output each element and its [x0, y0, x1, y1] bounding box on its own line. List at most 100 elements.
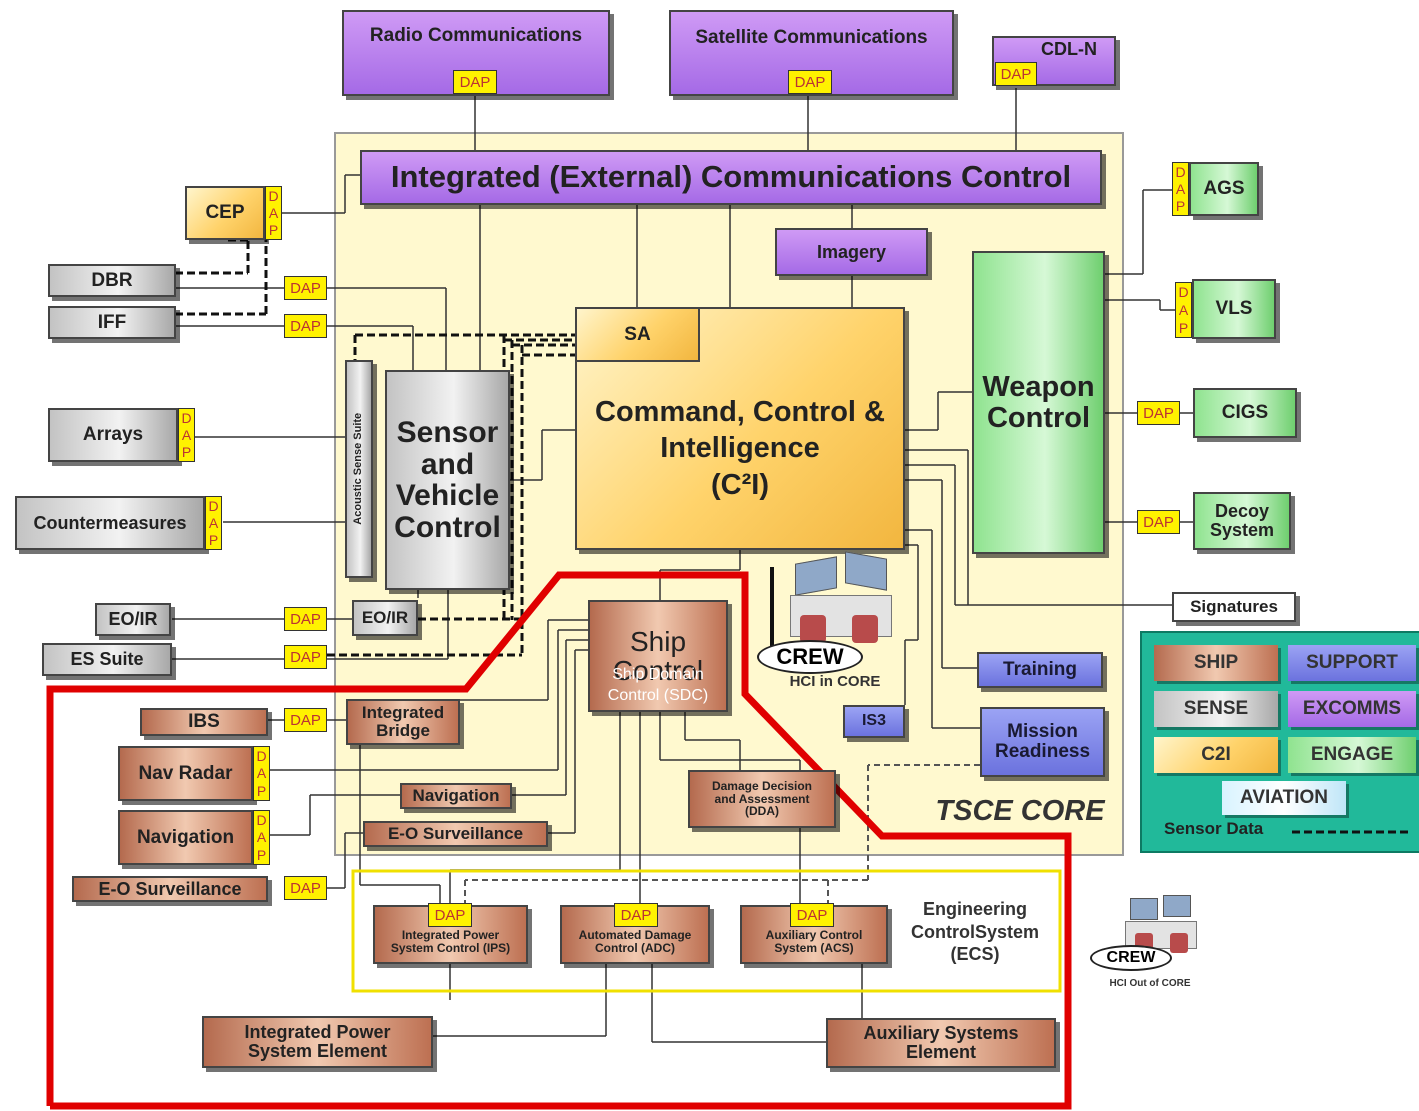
- ship-control-box: Ship Control: [588, 600, 728, 712]
- dap-tag: DAP: [995, 62, 1037, 86]
- legend-ship: SHIP: [1154, 645, 1278, 681]
- acoustic-sense-suite-label: Acoustic Sense Suite: [352, 413, 365, 525]
- ecs-title: Engineering ControlSystem (ECS): [910, 899, 1040, 964]
- eo-surveillance-external-box: E-O Surveillance: [72, 876, 268, 902]
- integrated-communications-control: Integrated (External) Communications Con…: [360, 150, 1102, 205]
- arrays-box: Arrays: [48, 408, 178, 462]
- vls-box: VLS: [1192, 279, 1276, 339]
- is3-box: IS3: [843, 705, 905, 738]
- integrated-bridge-box: Integrated Bridge: [346, 699, 460, 745]
- auxiliary-systems-element: Auxiliary Systems Element: [826, 1018, 1056, 1068]
- ags-label: AGS: [1203, 178, 1245, 200]
- es-suite-label: ES Suite: [70, 649, 144, 670]
- iecc-label: Integrated (External) Communications Con…: [390, 159, 1072, 195]
- cep-label: CEP: [205, 202, 245, 224]
- iff-box: IFF: [48, 306, 176, 339]
- damage-decision-box: Damage Decision and Assessment (DDA): [688, 770, 836, 828]
- dbr-box: DBR: [48, 264, 176, 297]
- ibs-box: IBS: [140, 708, 268, 736]
- legend-aviation: AVIATION: [1222, 781, 1346, 815]
- navigation-core-label: Navigation: [412, 786, 500, 806]
- dap-tag: DAP: [284, 876, 327, 900]
- dap-tag: DAP: [790, 903, 834, 927]
- legend-c2i: C2I: [1154, 737, 1278, 773]
- cdl-n-label: CDL-N: [1041, 39, 1097, 59]
- nav-radar-label: Nav Radar: [138, 762, 233, 784]
- legend-sense: SENSE: [1154, 691, 1278, 727]
- signatures-label: Signatures: [1190, 597, 1278, 617]
- eoir-core-label: EO/IR: [361, 608, 409, 628]
- dap-tag: DAP: [453, 70, 497, 94]
- weapon-control: Weapon Control: [972, 251, 1105, 554]
- legend-excomms: EXCOMMS: [1288, 691, 1416, 727]
- dap-tag: DAP: [1137, 510, 1180, 534]
- dap-tag: DAP: [284, 607, 327, 631]
- is3-label: IS3: [861, 712, 886, 730]
- iff-label: IFF: [97, 311, 127, 333]
- dap-tag: DAP: [428, 903, 472, 927]
- eoir-external-label: EO/IR: [108, 609, 158, 630]
- signatures-box: Signatures: [1172, 592, 1296, 622]
- ags-box: AGS: [1189, 162, 1259, 216]
- eoir-external-box: EO/IR: [95, 603, 171, 636]
- cigs-label: CIGS: [1221, 402, 1269, 424]
- satellite-communications-label: Satellite Communications: [695, 27, 928, 48]
- eo-surveillance-core-label: E-O Surveillance: [387, 824, 524, 844]
- ship-control-boundary: [46, 571, 1072, 1110]
- arrays-label: Arrays: [82, 424, 144, 446]
- acoustic-sense-suite: Acoustic Sense Suite: [345, 360, 373, 578]
- cigs-box: CIGS: [1193, 388, 1297, 438]
- es-suite-box: ES Suite: [42, 643, 172, 676]
- sa-box: SA: [575, 307, 700, 362]
- dbr-label: DBR: [91, 269, 133, 291]
- navigation-external-box: Navigation: [118, 810, 253, 865]
- radio-communications-box: Radio Communications: [342, 10, 610, 96]
- navigation-core-box: Navigation: [400, 783, 512, 809]
- eoir-core-box: EO/IR: [352, 600, 418, 636]
- navigation-external-label: Navigation: [136, 826, 235, 848]
- ship-domain-control-label: Ship Domain Control (SDC): [607, 666, 709, 704]
- dap-tag: DAP: [284, 645, 327, 669]
- countermeasures-box: Countermeasures: [15, 496, 205, 550]
- decoy-system-box: Decoy System: [1193, 492, 1291, 550]
- sa-label: SA: [624, 323, 651, 345]
- legend-sensor-data: Sensor Data: [1164, 819, 1264, 838]
- legend-engage: ENGAGE: [1288, 737, 1416, 773]
- hci-in-core-label: HCI in CORE: [789, 673, 881, 690]
- ecs-region: [351, 869, 1062, 993]
- sensor-vehicle-control: Sensor and Vehicle Control: [385, 370, 510, 590]
- nav-radar-box: Nav Radar: [118, 746, 253, 801]
- eo-surveillance-external-label: E-O Surveillance: [98, 878, 242, 899]
- command-control-intelligence: Command, Control & Intelligence (C²I): [575, 307, 905, 550]
- ibs-label: IBS: [188, 711, 220, 733]
- sensor-data-dash-sample: [1292, 830, 1412, 834]
- legend-support: SUPPORT: [1288, 645, 1416, 681]
- crew-in-core-label: CREW: [757, 640, 863, 674]
- dap-tag: DAP: [788, 70, 832, 94]
- vls-label: VLS: [1215, 298, 1253, 320]
- dap-tag: DAP: [614, 903, 658, 927]
- training-label: Training: [1003, 659, 1077, 681]
- dap-tag: DAP: [1137, 401, 1180, 425]
- dap-tag: DAP: [284, 708, 327, 732]
- dap-tag: DAP: [284, 276, 327, 300]
- radio-communications-label: Radio Communications: [369, 25, 583, 46]
- crew-workstation-icon: [770, 551, 910, 665]
- cep-box: CEP: [185, 186, 265, 240]
- training-box: Training: [977, 652, 1103, 688]
- imagery-box: Imagery: [775, 228, 928, 276]
- countermeasures-label: Countermeasures: [33, 512, 187, 533]
- mission-readiness-box: Mission Readiness: [980, 707, 1105, 777]
- hci-out-of-core-label: HCI Out of CORE: [1109, 978, 1191, 989]
- dap-tag: DAP: [284, 314, 327, 338]
- imagery-label: Imagery: [816, 241, 887, 262]
- eo-surveillance-core-box: E-O Surveillance: [363, 821, 548, 847]
